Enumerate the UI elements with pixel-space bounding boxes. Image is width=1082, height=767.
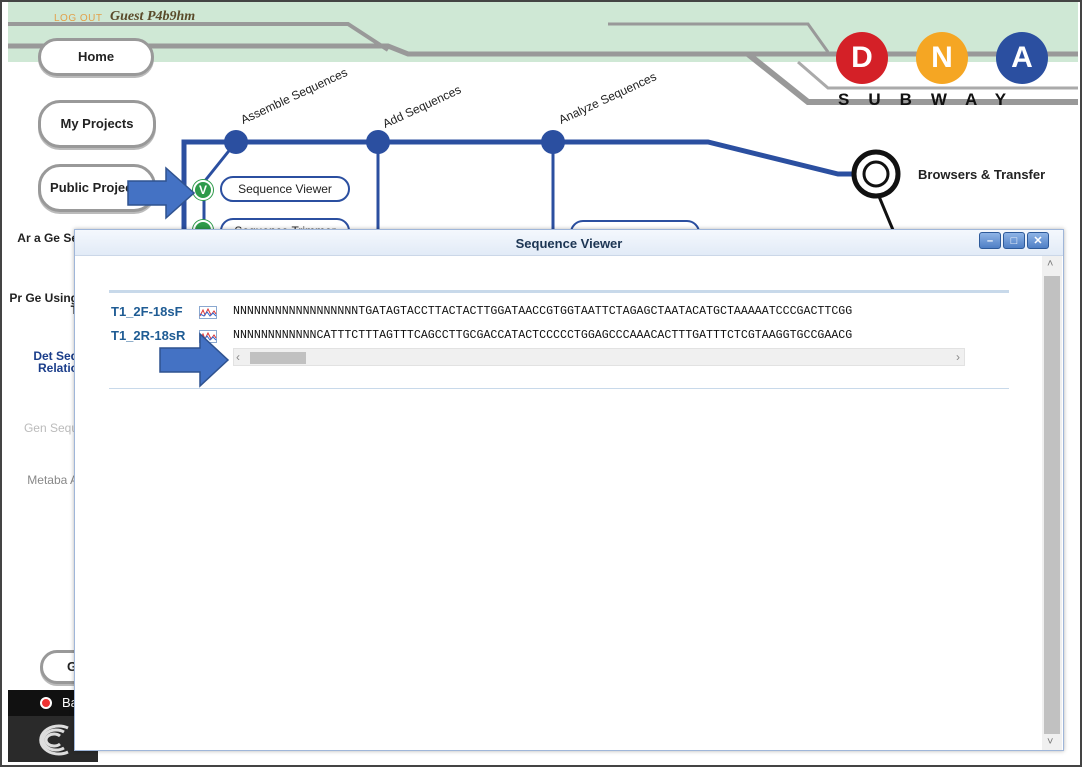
subway-logo-text: SUBWAY	[838, 90, 1026, 109]
scroll-left-icon[interactable]: ‹	[236, 350, 240, 364]
side-nav-item[interactable]: Ar a Ge Se	[17, 231, 78, 245]
bottom-bar-label[interactable]: Ba	[62, 695, 78, 710]
record-dot-icon	[40, 697, 52, 709]
maximize-button[interactable]: □	[1003, 232, 1025, 249]
dna-logo-n: N	[916, 32, 968, 84]
dna-logo-a: A	[996, 32, 1048, 84]
sequence-viewer-dialog: Sequence Viewer – □ ✕ T1_2F-18sF NNNNNNN…	[74, 229, 1064, 751]
horizontal-scroll-thumb[interactable]	[250, 352, 306, 364]
dna-logo-d: D	[836, 32, 888, 84]
dialog-title: Sequence Viewer	[515, 236, 623, 251]
side-nav-item[interactable]: Pr Ge Using T	[9, 291, 78, 316]
side-nav-item[interactable]: Metaba A	[27, 473, 78, 487]
home-button[interactable]: Home	[38, 38, 154, 76]
side-nav-item-active[interactable]: Det Seq Relatio	[33, 349, 78, 375]
cshl-logo-icon	[39, 724, 69, 756]
user-name: Guest P4b9hm	[110, 9, 196, 24]
horizontal-scrollbar[interactable]: ‹ ›	[233, 348, 965, 366]
minimize-button[interactable]: –	[979, 232, 1001, 249]
close-button[interactable]: ✕	[1027, 232, 1049, 249]
subway-map	[8, 22, 1078, 243]
stop-browsers-transfer[interactable]: Browsers & Transfer	[918, 167, 1046, 182]
side-nav-item-disabled: Gen Sequ	[23, 421, 78, 435]
annotation-arrow-icon	[127, 166, 196, 220]
scroll-down-icon[interactable]: ˅	[1047, 736, 1054, 748]
my-projects-button[interactable]: My Projects	[38, 100, 156, 148]
dialog-titlebar[interactable]: Sequence Viewer – □ ✕	[75, 230, 1063, 256]
sequence-text: NNNNNNNNNNNNNNNNNNTGATAGTACCTTACTACTTGGA…	[233, 305, 853, 318]
divider	[109, 388, 1009, 389]
vertical-scroll-thumb[interactable]	[1044, 276, 1060, 734]
check-icon: V	[193, 180, 213, 200]
sequence-name-link[interactable]: T1_2F-18sF	[111, 304, 183, 319]
vertical-scrollbar[interactable]: ˄ ˅	[1042, 256, 1062, 750]
annotation-arrow-icon	[159, 332, 230, 388]
trace-icon[interactable]	[199, 306, 217, 319]
logout-link[interactable]: LOG OUT	[54, 13, 103, 24]
scroll-right-icon[interactable]: ›	[956, 350, 960, 364]
sequence-viewer-button[interactable]: Sequence Viewer	[220, 176, 350, 202]
divider	[109, 290, 1009, 293]
scroll-up-icon[interactable]: ˄	[1047, 258, 1054, 270]
sequence-name-link[interactable]: T1_2R-18sR	[111, 328, 186, 343]
sequence-text: NNNNNNNNNNNNCATTTCTTTAGTTTCAGCCTTGCGACCA…	[233, 329, 853, 342]
